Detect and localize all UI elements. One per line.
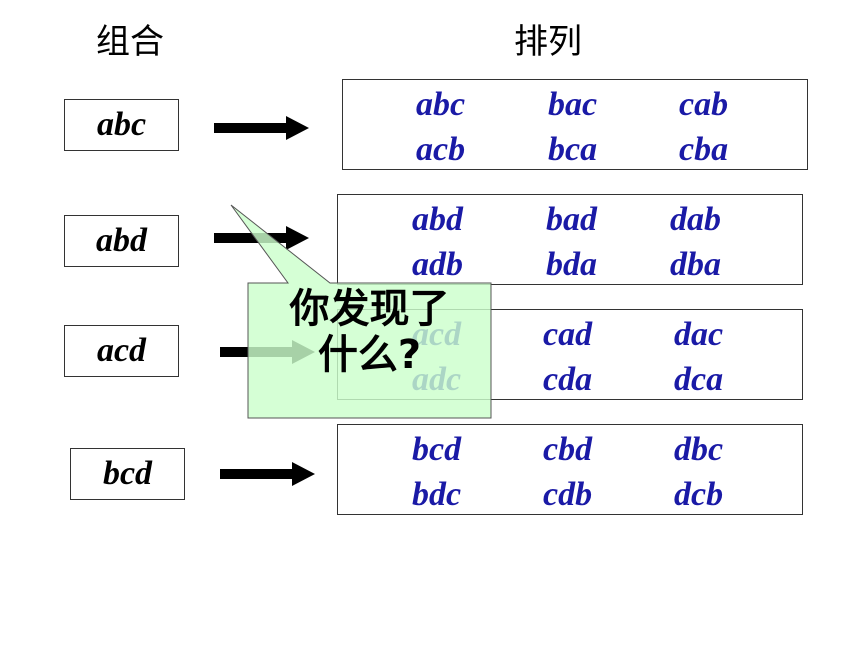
permutation-item: abd [412,201,463,238]
callout-line-1: 你发现了 [289,286,450,332]
permutation-item: bca [548,131,598,168]
permutation-box-1: abc acb bac bca cab cba [342,79,808,170]
combination-box-2: abd [64,215,179,267]
callout-line-2: 什么? [317,332,422,378]
permutation-item: abc [416,86,466,123]
permutation-item: dcb [674,476,724,513]
combination-heading: 组合 [96,22,164,62]
permutation-item: cdb [543,476,593,513]
permutation-item: cba [679,131,729,168]
permutation-item: dab [670,201,721,238]
permutation-item: dba [670,246,721,283]
permutation-item: bdc [412,476,462,513]
permutation-item: cda [543,361,593,398]
permutation-item: cad [543,316,593,353]
combination-box-3: acd [64,325,179,377]
permutation-heading: 排列 [514,22,582,62]
callout-text: 你发现了 什么? [248,286,491,378]
permutation-item: dca [674,361,724,398]
permutation-item: acb [416,131,466,168]
permutation-box-2: abd adb bad bda dab dba [337,194,803,285]
permutation-item: cbd [543,431,593,468]
permutation-item: bac [548,86,598,123]
right-arrow-icon [220,462,315,486]
permutation-item: dac [674,316,724,353]
permutation-item: bad [546,201,597,238]
combination-box-4: bcd [70,448,185,500]
permutation-box-4: bcd bdc cbd cdb dbc dcb [337,424,803,515]
permutation-item: dbc [674,431,724,468]
combination-box-1: abc [64,99,179,151]
permutation-item: bda [546,246,597,283]
permutation-item: adb [412,246,463,283]
permutation-item: bcd [412,431,462,468]
permutation-item: cab [679,86,729,123]
right-arrow-icon [214,116,309,140]
